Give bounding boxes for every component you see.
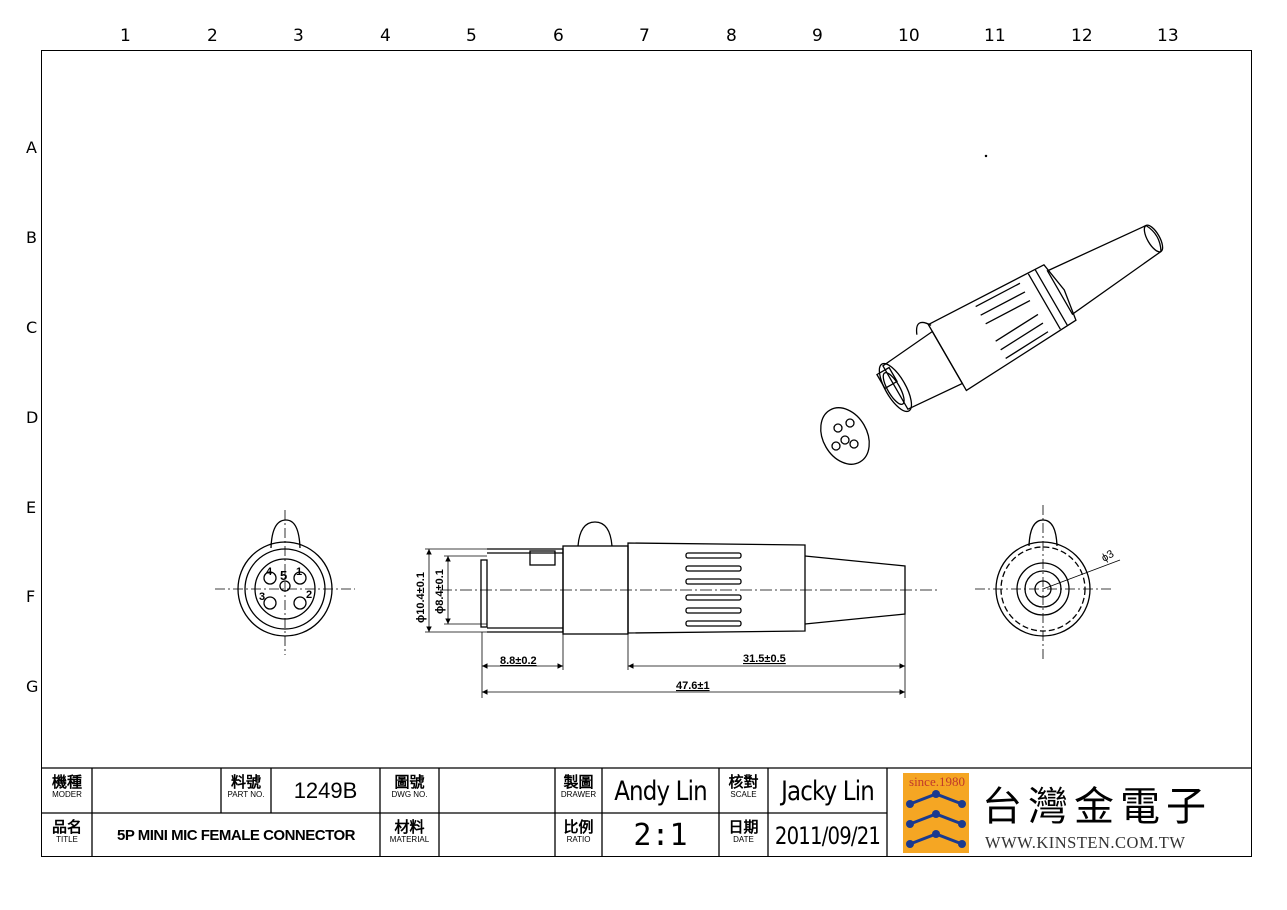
partno-value: 1249B xyxy=(293,778,358,803)
pin-labels: 1 2 3 4 5 xyxy=(259,566,312,603)
grid-col-12: 12 xyxy=(1071,26,1093,46)
scale-label: 核對 SCALE xyxy=(720,775,767,799)
model-label-en: MODER xyxy=(52,790,82,799)
grid-row-a: A xyxy=(26,138,37,157)
dim-diameter-outer: ϕ10.4±0.1 xyxy=(415,572,427,623)
dimension-lines xyxy=(425,548,906,698)
ratio-label: 比例 RATIO xyxy=(556,820,601,844)
dwg-label-en: DWG NO. xyxy=(391,790,428,799)
drawer-label-zh: 製圖 xyxy=(563,774,594,791)
grid-col-11: 11 xyxy=(984,26,1006,46)
grid-col-10: 10 xyxy=(898,26,920,46)
ratio-label-en: RATIO xyxy=(566,835,591,844)
pin-label-1: 1 xyxy=(296,566,302,578)
date-label: 日期 DATE xyxy=(720,820,767,844)
boot-grip-slots xyxy=(685,552,742,627)
company-since: since.1980 xyxy=(909,774,965,789)
title-value: 5P MINI MIC FEMALE CONNECTOR xyxy=(117,827,355,844)
date-label-zh: 日期 xyxy=(728,819,759,836)
dim-total-length: 47.6±1 xyxy=(676,680,710,692)
dim-front-length: 8.8±0.2 xyxy=(500,655,537,667)
drawing-frame xyxy=(41,50,1252,857)
grid-col-2: 2 xyxy=(207,26,218,46)
grid-col-1: 1 xyxy=(120,26,131,46)
grid-col-4: 4 xyxy=(380,26,391,46)
grid-col-7: 7 xyxy=(639,26,650,46)
scale-label-zh: 核對 xyxy=(728,774,759,791)
model-label: 機種 MODER xyxy=(44,775,90,799)
partno-label-zh: 料號 xyxy=(230,774,261,791)
company-website[interactable]: WWW.KINSTEN.COM.TW xyxy=(985,833,1186,852)
ratio-label-zh: 比例 xyxy=(563,819,594,836)
scale-value: Jacky Lin xyxy=(781,775,875,807)
drawer-value: Andy Lin xyxy=(614,775,707,807)
dim-boot-length: 31.5±0.5 xyxy=(743,653,786,665)
title-label-en: TITLE xyxy=(56,835,78,844)
rear-end-view xyxy=(975,505,1121,660)
grid-row-d: D xyxy=(26,408,39,427)
grid-col-3: 3 xyxy=(293,26,304,46)
grid-row-c: C xyxy=(26,318,38,337)
drawer-label: 製圖 DRAWER xyxy=(556,775,601,799)
iso-view xyxy=(820,154,1164,465)
grid-row-g: G xyxy=(26,677,39,696)
pin-label-3: 3 xyxy=(259,591,265,603)
model-label-zh: 機種 xyxy=(51,774,82,791)
date-value: 2011/09/21 xyxy=(774,821,881,850)
grid-row-f: F xyxy=(26,587,36,606)
material-label-zh: 材料 xyxy=(394,819,425,836)
side-view xyxy=(440,521,940,635)
grid-row-e: E xyxy=(26,498,37,517)
pin-label-2: 2 xyxy=(306,589,312,601)
partno-label-en: PART NO. xyxy=(227,790,265,799)
dwg-label: 圖號 DWG NO. xyxy=(381,775,438,799)
material-label: 材料 MATERIAL xyxy=(381,820,438,844)
scale-label-en: SCALE xyxy=(730,790,757,799)
ratio-value: 2:1 xyxy=(633,818,688,853)
grid-col-13: 13 xyxy=(1157,26,1179,46)
grid-col-5: 5 xyxy=(466,26,477,46)
material-label-en: MATERIAL xyxy=(389,835,430,844)
grid-col-6: 6 xyxy=(553,26,564,46)
drawer-label-en: DRAWER xyxy=(560,790,597,799)
title-block-lines xyxy=(41,767,1252,857)
title-label: 品名 TITLE xyxy=(44,820,90,844)
front-end-view xyxy=(215,510,355,655)
grid-col-9: 9 xyxy=(812,26,823,46)
grid-col-8: 8 xyxy=(726,26,737,46)
dim-cable-diameter: ϕ3 xyxy=(1100,548,1117,565)
dimension-texts: ϕ10.4±0.1 ϕ8.4±0.1 8.8±0.2 31.5±0.5 47.6… xyxy=(415,569,786,692)
dwg-label-zh: 圖號 xyxy=(394,774,425,791)
partno-label: 料號 PART NO. xyxy=(222,775,270,799)
company-name: 台灣金電子 xyxy=(982,784,1212,830)
pin-label-5: 5 xyxy=(280,568,287,583)
date-label-en: DATE xyxy=(733,835,754,844)
grid-row-b: B xyxy=(26,228,37,247)
pin-label-4: 4 xyxy=(266,566,273,578)
logo-chain-icon xyxy=(903,773,969,853)
title-label-zh: 品名 xyxy=(51,819,82,836)
iso-face xyxy=(820,407,870,465)
dim-diameter-inner: ϕ8.4±0.1 xyxy=(434,569,446,614)
